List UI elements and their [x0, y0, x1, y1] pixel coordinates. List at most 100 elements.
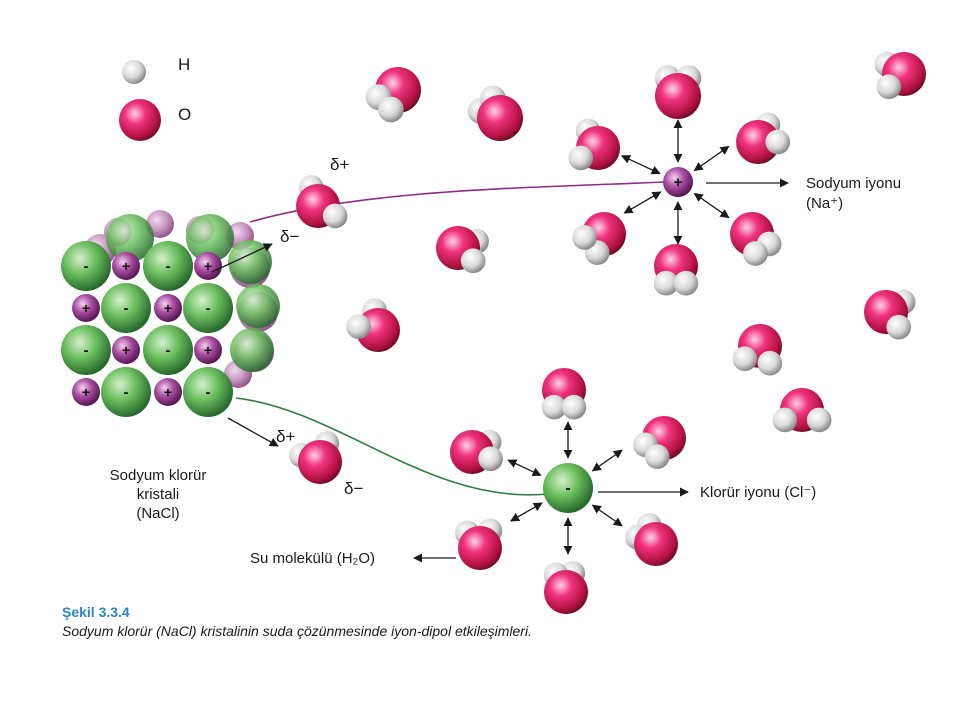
lattice-sodium-sign: + [122, 258, 130, 274]
oxygen-atom [655, 73, 701, 119]
water-molecule [772, 388, 832, 433]
legend-hydrogen-atom [122, 60, 146, 84]
lattice-sodium [154, 378, 182, 406]
dipole-water-upper [296, 175, 348, 229]
oxygen-atom [634, 522, 678, 566]
chloride-ion-label: Klorür iyonu (Cl⁻) [700, 484, 816, 501]
lattice-sodium-sign: + [82, 384, 90, 400]
hydrogen-atom [568, 145, 594, 171]
dipole-water-lower [289, 431, 342, 484]
water-molecules [289, 51, 926, 614]
lattice-sodium-sign: + [164, 384, 172, 400]
crystal-label-line3: (NaCl) [136, 505, 179, 522]
lattice-sodium [194, 336, 222, 364]
hydrogen-atom [478, 446, 503, 472]
lattice-sodium-sign: + [204, 342, 212, 358]
cl-shell-water [625, 513, 678, 566]
delta-minus-upper: δ− [280, 227, 299, 246]
chloride-ion [543, 463, 593, 513]
double-arrow [623, 191, 662, 214]
oxygen-atom [736, 120, 780, 164]
lattice-back-chloride [236, 284, 280, 328]
hydrogen-atom [743, 241, 768, 266]
oxygen-atom [458, 526, 502, 570]
sodium-hydration-arrows [620, 119, 730, 245]
double-arrow [620, 155, 661, 175]
hydrogen-atom [541, 394, 567, 420]
lattice-back-chloride [106, 214, 154, 262]
lattice-chloride [183, 283, 233, 333]
oxygen-atom [477, 95, 523, 141]
na-shell-water [572, 212, 626, 265]
lattice-chloride [61, 241, 111, 291]
sodium-ion-sign: + [674, 174, 683, 191]
cl-shell-water [454, 518, 503, 570]
water-molecule [874, 51, 926, 100]
legend-o-label: O [178, 105, 191, 124]
hydrogen-atom [886, 314, 912, 340]
figure-caption-title: Şekil 3.3.4 [62, 604, 130, 620]
hydrogen-atom [876, 74, 902, 100]
hydrogen-atom [644, 444, 670, 469]
double-arrow [693, 192, 730, 219]
oxygen-atom [298, 440, 342, 484]
double-arrow [510, 502, 543, 522]
lattice-sodium-sign: + [82, 300, 90, 316]
legend-h-label: H [178, 55, 190, 74]
na-shell-water [736, 112, 791, 164]
water-molecule [732, 324, 783, 376]
lattice-sodium [112, 252, 140, 280]
figure-caption-text: Sodyum klorür (NaCl) kristalinin suda çö… [62, 623, 532, 639]
water-molecule [864, 289, 916, 340]
hydrogen-atom [732, 346, 758, 372]
sodium-ion [663, 167, 693, 197]
lattice-sodium [72, 294, 100, 322]
water-molecule [436, 226, 489, 274]
lattice-sodium-sign: + [204, 258, 212, 274]
water-molecule [365, 67, 421, 123]
hydrogen-atom [346, 314, 371, 339]
water-molecule [467, 85, 523, 141]
na-shell-water [653, 244, 699, 296]
hydrogen-atom [561, 394, 587, 420]
cl-shell-water [633, 416, 686, 469]
lattice-chloride [183, 367, 233, 417]
cl-shell-water [450, 429, 503, 474]
cl-shell-water [543, 561, 588, 614]
chloride-ion-sign: - [565, 480, 570, 497]
lattice-chloride [143, 325, 193, 375]
double-arrow [507, 459, 542, 476]
cl-shell-water [541, 368, 587, 420]
hydrogen-atom [757, 350, 783, 376]
delta-plus-upper: δ+ [330, 155, 349, 174]
hydrogen-atom [378, 96, 404, 123]
hydrogen-atom [653, 270, 679, 296]
nacl-crystal: -+-++-+--+-++-+- [61, 210, 280, 417]
double-arrow [693, 145, 730, 172]
lattice-chloride-sign: - [206, 300, 211, 317]
lattice-chloride-sign: - [124, 300, 129, 317]
delta-minus-lower: δ− [344, 479, 363, 498]
lattice-chloride [143, 241, 193, 291]
chloride-hydration-arrows [507, 421, 623, 555]
lattice-sodium [154, 294, 182, 322]
sodium-ion-label: Sodyum iyonu [806, 175, 901, 192]
lattice-chloride-sign: - [206, 384, 211, 401]
lattice-sodium-sign: + [164, 300, 172, 316]
cl-release-arrow [227, 417, 279, 447]
lattice-chloride [101, 283, 151, 333]
hydrogen-atom [322, 203, 348, 229]
sodium-formula-label: (Na⁺) [806, 195, 843, 212]
water-molecule-label: Su molekülü (H₂O) [250, 550, 375, 567]
lattice-sodium-sign: + [122, 342, 130, 358]
lattice-chloride-sign: - [84, 342, 89, 359]
lattice-sodium [194, 252, 222, 280]
hydrogen-atom [806, 407, 832, 433]
lattice-chloride-sign: - [166, 258, 171, 275]
delta-plus-lower: δ+ [276, 427, 295, 446]
crystal-label-line1: Sodyum klorür [110, 467, 207, 484]
lattice-chloride-sign: - [84, 258, 89, 275]
lattice-chloride-sign: - [166, 342, 171, 359]
legend: H O [119, 55, 191, 141]
